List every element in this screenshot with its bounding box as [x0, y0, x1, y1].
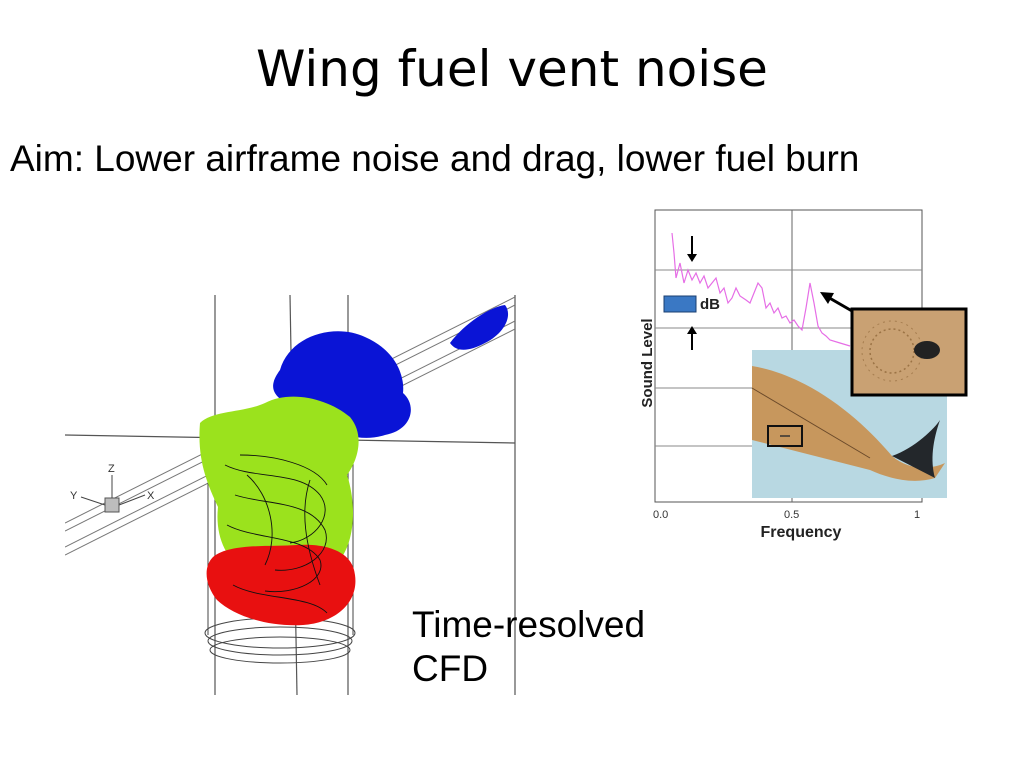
caption-line-1: Time-resolved: [412, 604, 646, 645]
x-tick-0: 0.0: [653, 509, 668, 521]
vent-hole: [914, 341, 940, 359]
axis-label-x: X: [147, 490, 155, 502]
blue-vortex-tip: [450, 305, 509, 350]
db-label: dB: [700, 296, 720, 313]
vent-location-marker: [767, 425, 803, 447]
x-tick-05: 0.5: [784, 509, 799, 521]
axis-triad: Z X Y: [70, 463, 155, 513]
db-indicator-box: [663, 295, 697, 313]
axis-origin-cube: [104, 497, 120, 513]
x-tick-1: 1: [914, 509, 920, 521]
streamlines: [224, 454, 328, 614]
axis-label-z: Z: [108, 463, 115, 475]
chart-xlabel: Frequency: [761, 524, 842, 541]
aim-statement: Aim: Lower airframe noise and drag, lowe…: [10, 138, 860, 179]
caption-line-2: CFD: [412, 648, 489, 689]
axis-label-y: Y: [70, 490, 78, 502]
spectrum-line: [671, 232, 851, 347]
green-vortex: [199, 396, 359, 579]
cfd-visualization: Z X Y: [65, 295, 516, 695]
vent-closeup-photo: [850, 307, 968, 397]
chart-ylabel: Sound Level: [639, 318, 656, 407]
slide-title: Wing fuel vent noise: [256, 40, 768, 98]
cfd-caption: Time-resolved CFD: [412, 603, 645, 691]
x-axis-ticks: 0.0 0.5 1: [653, 509, 920, 521]
sound-spectrum-chart: Sound Level dB 0.0 0.5 1 Frequency: [639, 209, 968, 541]
red-vortex: [206, 544, 356, 626]
